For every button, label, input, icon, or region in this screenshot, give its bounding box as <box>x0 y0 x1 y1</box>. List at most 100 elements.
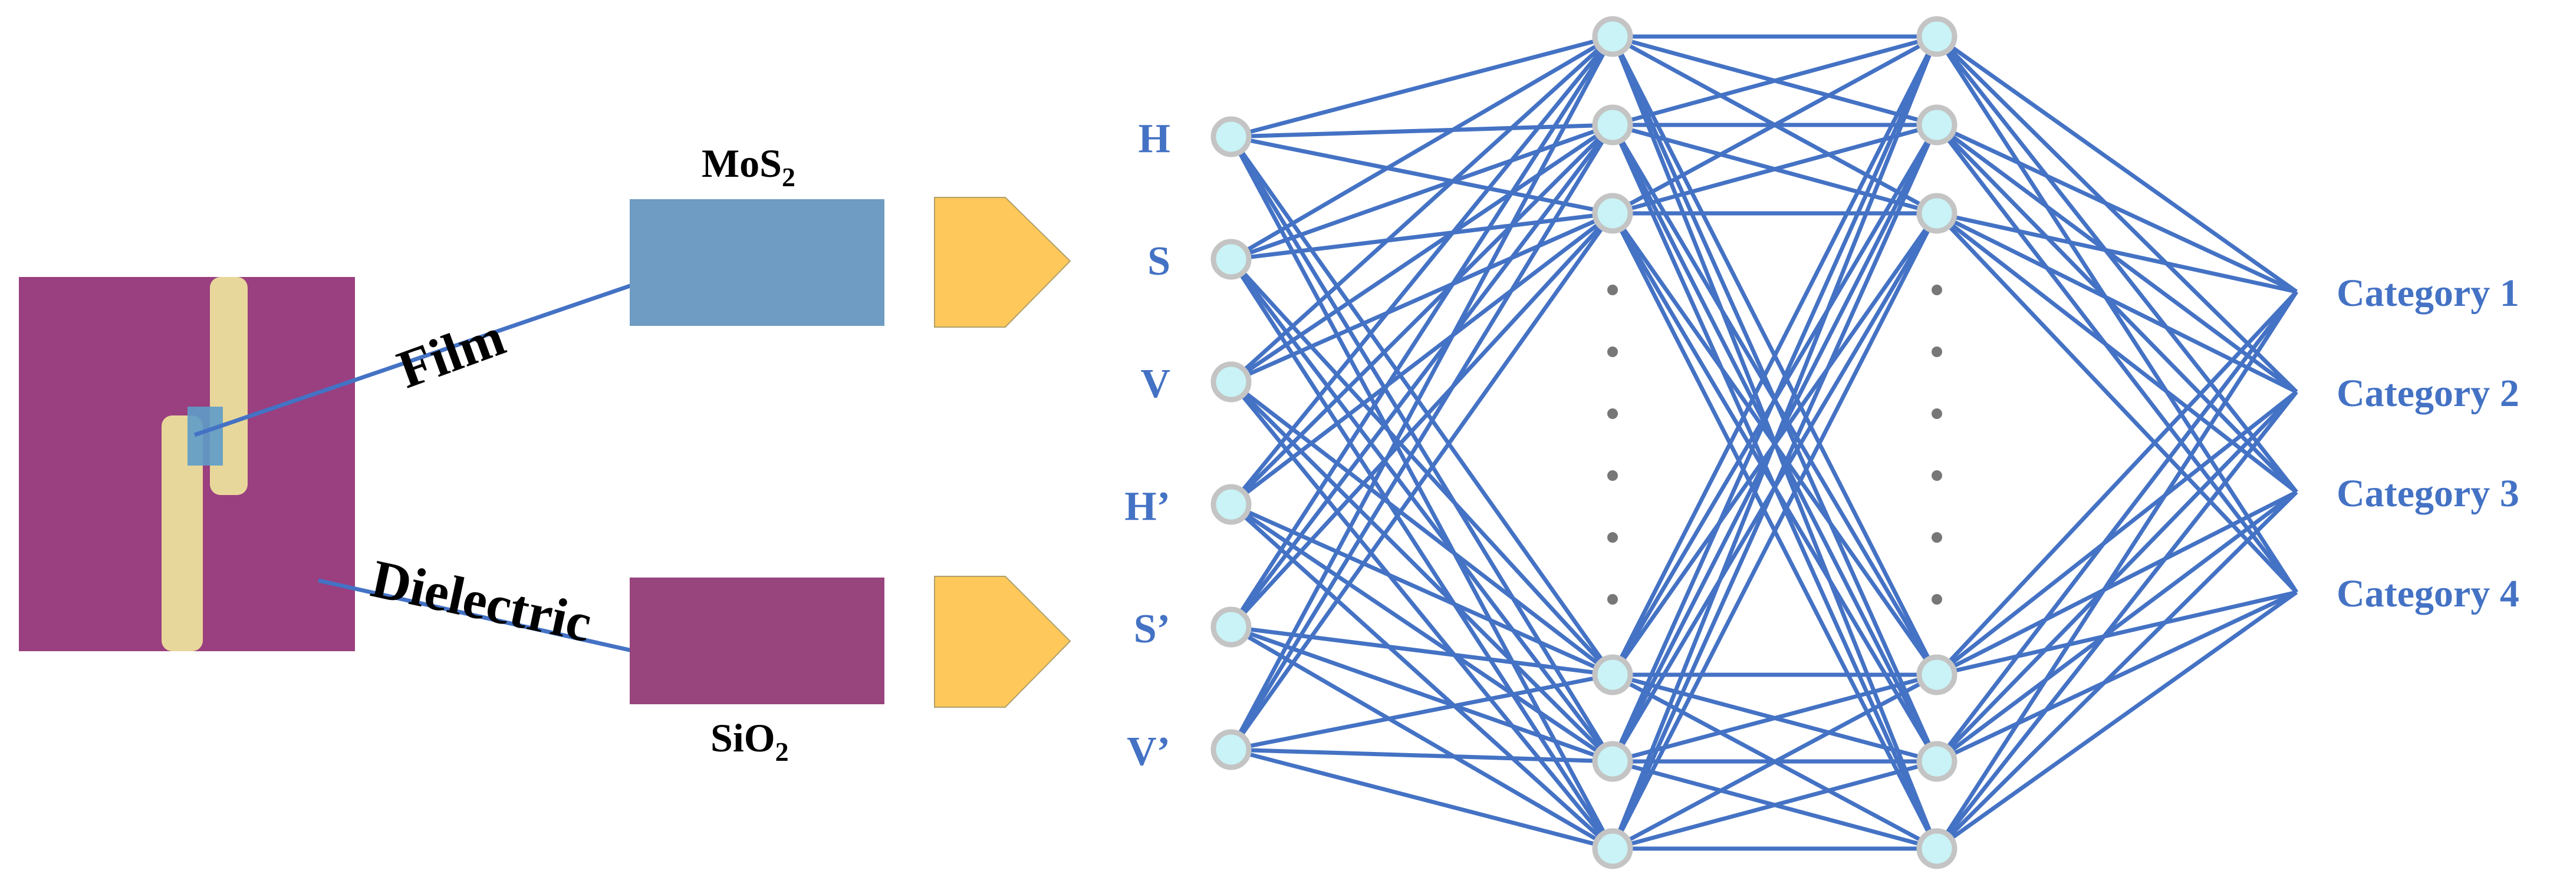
hidden1-node <box>1592 828 1633 869</box>
electrode-bottom <box>162 415 203 651</box>
dielectric-label: Dielectric <box>366 548 597 653</box>
hidden1-node <box>1592 193 1633 234</box>
ellipsis-dot <box>1932 408 1942 419</box>
input-hidden1-edge <box>1229 35 1614 628</box>
output-category-label: Category 2 <box>2337 372 2519 415</box>
hidden1-hidden2-edge <box>1610 35 1939 850</box>
input-hidden1-edge <box>1229 35 1614 384</box>
input-hidden1-edge <box>1230 123 1614 384</box>
hidden2-output-edge <box>1935 291 2298 850</box>
input-label: V’ <box>1127 729 1170 774</box>
input-hidden1-edge <box>1229 212 1614 629</box>
ellipsis-dot <box>1932 347 1942 357</box>
input-hidden1-edge <box>1229 258 1614 850</box>
input-hidden1-edge <box>1231 672 1613 752</box>
input-hidden1-edge <box>1230 211 1614 384</box>
hidden2-output-edge <box>1935 390 2298 677</box>
input-label: H <box>1139 116 1170 161</box>
hidden2-output-edge <box>1935 590 2298 850</box>
input-node <box>1210 361 1252 403</box>
input-hidden1-edge <box>1231 123 1613 139</box>
hidden2-output-edge <box>1935 35 2298 394</box>
hidden2-output-edge <box>1936 123 2298 294</box>
network-connections <box>1229 34 2298 851</box>
network-nodes <box>1210 16 1958 869</box>
dielectric-arrow <box>318 578 677 672</box>
hidden2-output-edge <box>1935 290 2298 763</box>
input-hidden1-edge <box>1229 123 1614 506</box>
input-hidden1-edge <box>1230 123 1614 262</box>
input-hidden1-edge <box>1230 34 1614 262</box>
output-category-label: Category 4 <box>2337 572 2519 615</box>
ellipsis-dot <box>1607 532 1618 543</box>
hidden1-hidden2-edge <box>1611 672 1938 851</box>
input-hidden1-edge <box>1229 380 1614 677</box>
ellipsis-dot <box>1607 285 1618 295</box>
ellipsis-dot <box>1932 285 1942 295</box>
hidden1-hidden2-edge <box>1610 35 1939 763</box>
hidden1-node <box>1592 654 1633 695</box>
input-hidden1-edge <box>1231 134 1613 216</box>
hidden1-hidden2-edge <box>1610 35 1939 676</box>
hidden2-output-edge <box>1935 123 2298 594</box>
hidden1-hidden2-edge <box>1612 34 1937 127</box>
film-label: Film <box>390 306 512 400</box>
input-hidden1-edge <box>1229 258 1614 677</box>
feature-extraction-arrow-top <box>934 197 1071 328</box>
hidden2-output-edge <box>1936 590 2298 764</box>
hidden2-output-edge <box>1935 290 2298 677</box>
input-hidden1-edge <box>1229 380 1614 850</box>
input-hidden1-edge <box>1229 258 1614 763</box>
hidden2-output-edge <box>1935 123 2298 494</box>
mos2-label: MoS2 <box>702 141 795 192</box>
ellipsis-dot <box>1607 470 1618 481</box>
hidden1-node <box>1592 104 1633 146</box>
device-photo <box>19 277 355 651</box>
hidden2-output-edge <box>1936 590 2297 677</box>
film-flake <box>187 407 223 466</box>
hidden1-node <box>1592 741 1633 782</box>
hidden2-node <box>1916 828 1958 869</box>
hidden2-output-edge <box>1936 211 2297 294</box>
hidden1-node <box>1592 16 1633 57</box>
ellipsis-dot <box>1932 594 1942 605</box>
hidden1-hidden2-edge <box>1610 124 1939 850</box>
hidden2-node <box>1916 16 1958 57</box>
hidden2-output-edge <box>1936 490 2298 677</box>
ellipsis-dot <box>1607 594 1618 605</box>
hidden2-output-edge <box>1935 212 2298 594</box>
ellipsis-dot <box>1932 532 1942 543</box>
input-hidden1-edge <box>1229 35 1614 506</box>
input-node <box>1210 116 1252 157</box>
hidden2-output-edge <box>1935 490 2298 763</box>
hidden2-output-edge <box>1935 212 2298 494</box>
hidden2-node <box>1916 193 1958 234</box>
hidden2-output-edge <box>1935 390 2298 763</box>
input-hidden1-edge <box>1229 212 1614 751</box>
ellipsis-dot <box>1607 408 1618 419</box>
input-node <box>1210 239 1252 280</box>
hidden2-node <box>1916 654 1958 695</box>
output-category-label: Category 3 <box>2337 472 2519 515</box>
hidden-layer-ellipsis <box>1607 285 1942 605</box>
input-node <box>1210 606 1252 648</box>
hidden2-output-edge <box>1935 35 2298 293</box>
hidden2-output-edge <box>1935 35 2298 593</box>
input-hidden1-edge <box>1231 747 1613 851</box>
input-hidden1-edge <box>1229 503 1614 850</box>
input-label: S’ <box>1134 606 1170 652</box>
input-hidden1-edge <box>1230 503 1614 763</box>
hidden2-output-edge <box>1935 490 2298 850</box>
input-hidden1-edge <box>1229 35 1615 751</box>
input-hidden1-edge <box>1229 212 1614 506</box>
input-hidden1-edge <box>1229 136 1614 763</box>
input-hidden1-edge <box>1230 625 1614 851</box>
hidden1-hidden2-edge <box>1610 212 1939 850</box>
input-hidden1-edge <box>1230 502 1614 677</box>
input-label: V <box>1140 361 1170 407</box>
input-label: H’ <box>1124 484 1170 529</box>
hidden1-hidden2-edge <box>1612 759 1937 851</box>
sio2-box <box>630 578 884 704</box>
hidden2-output-edge <box>1935 35 2298 494</box>
